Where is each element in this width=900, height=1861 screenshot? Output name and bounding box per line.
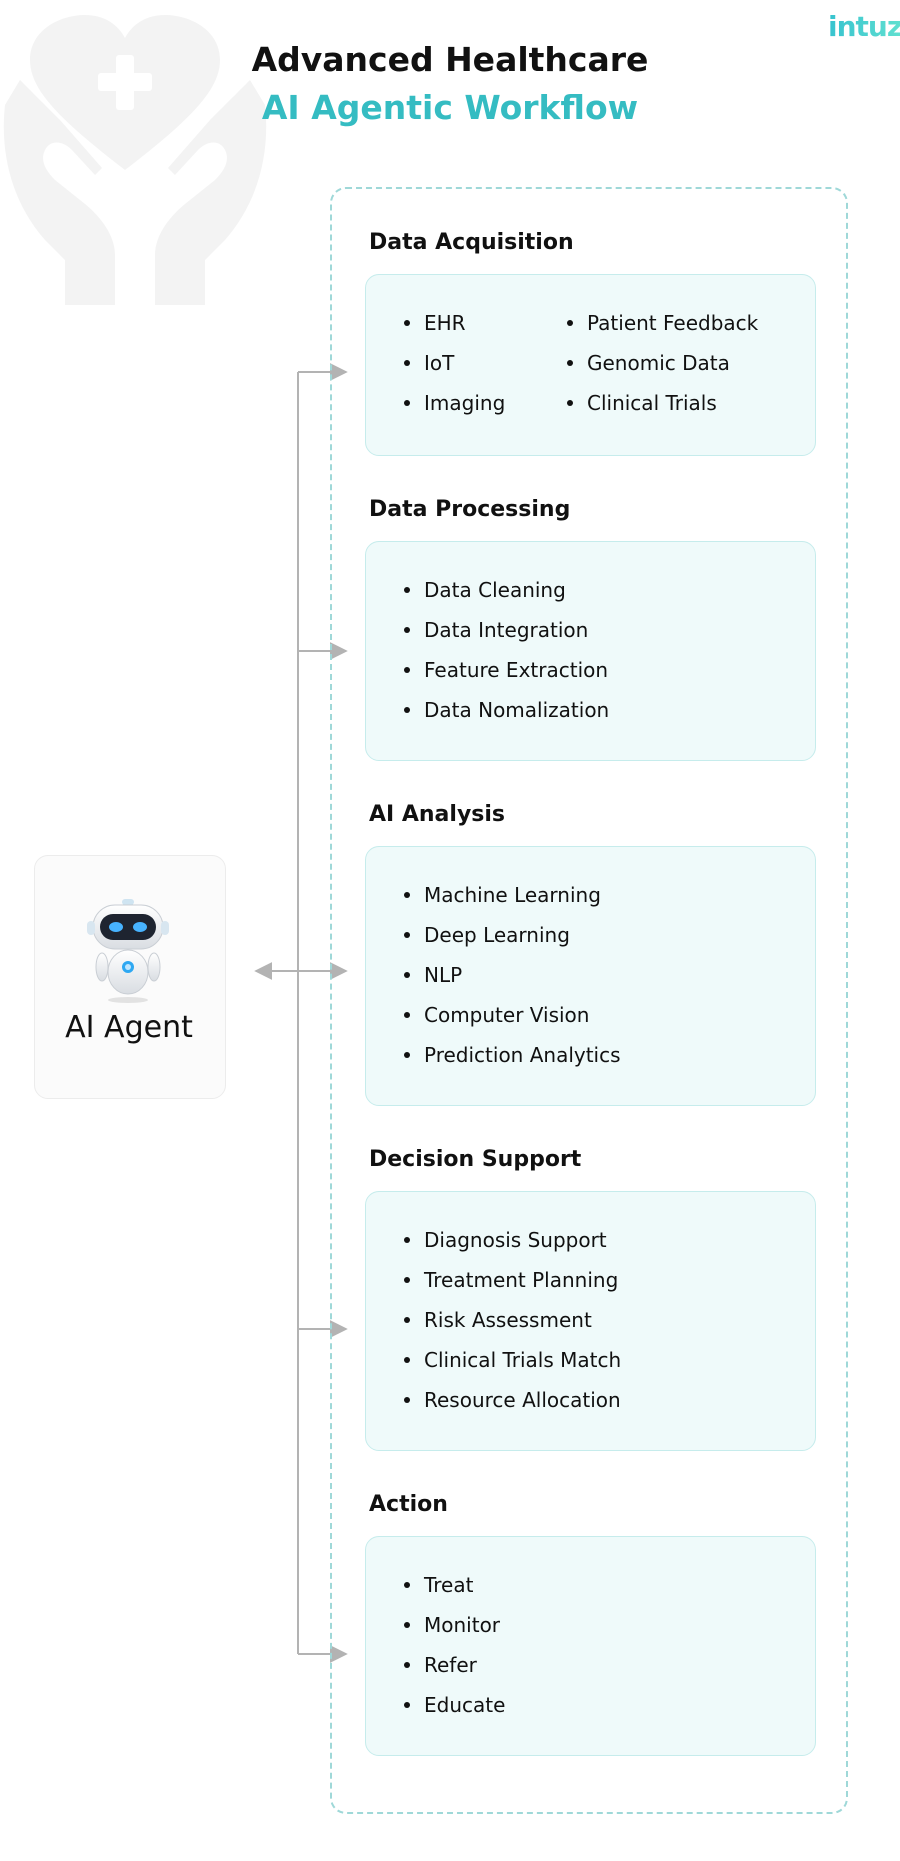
bullet-icon: [404, 891, 410, 898]
bullet-icon: [404, 1396, 410, 1403]
bullet-icon: [567, 399, 573, 406]
list-item: IoT: [404, 351, 454, 375]
bullet-icon: [404, 1276, 410, 1283]
list-item: Educate: [404, 1693, 505, 1717]
bullet-icon: [404, 359, 410, 366]
stage-title-data-acquisition: Data Acquisition: [369, 230, 574, 255]
bullet-icon: [404, 971, 410, 978]
stage-box-data-processing: Data Cleaning Data Integration Feature E…: [365, 541, 816, 761]
bullet-icon: [404, 1011, 410, 1018]
bullet-icon: [404, 1661, 410, 1668]
list-item: Imaging: [404, 391, 505, 415]
list-item: Clinical Trials: [567, 391, 717, 415]
page-subtitle: AI Agentic Workflow: [261, 88, 639, 127]
bullet-icon: [404, 1051, 410, 1058]
list-item: Monitor: [404, 1613, 500, 1637]
bullet-icon: [567, 319, 573, 326]
list-item: Treatment Planning: [404, 1268, 618, 1292]
list-item: Feature Extraction: [404, 658, 608, 682]
bullet-icon: [404, 931, 410, 938]
stage-box-decision-support: Diagnosis Support Treatment Planning Ris…: [365, 1191, 816, 1451]
stage-box-ai-analysis: Machine Learning Deep Learning NLP Compu…: [365, 846, 816, 1106]
ai-agent-label: AI Agent: [65, 1010, 193, 1045]
brand-logo: intuz: [828, 10, 900, 43]
list-item: Data Nomalization: [404, 698, 609, 722]
stage-title-decision-support: Decision Support: [369, 1147, 582, 1172]
bullet-icon: [404, 626, 410, 633]
robot-icon: [87, 899, 169, 1003]
bullet-icon: [404, 1621, 410, 1628]
list-item: Data Cleaning: [404, 578, 566, 602]
workflow-frame: [330, 187, 848, 1814]
list-item: Treat: [404, 1573, 473, 1597]
stage-box-data-acquisition: EHR IoT Imaging Patient Feedback Genomic…: [365, 274, 816, 456]
list-item: Refer: [404, 1653, 477, 1677]
bullet-icon: [404, 666, 410, 673]
bullet-icon: [404, 1236, 410, 1243]
list-item: Deep Learning: [404, 923, 570, 947]
bullet-icon: [404, 1316, 410, 1323]
list-item: Risk Assessment: [404, 1308, 592, 1332]
list-item: Clinical Trials Match: [404, 1348, 621, 1372]
bullet-icon: [404, 1356, 410, 1363]
list-item: Machine Learning: [404, 883, 601, 907]
bullet-icon: [567, 359, 573, 366]
list-item: Prediction Analytics: [404, 1043, 621, 1067]
stage-title-data-processing: Data Processing: [369, 497, 571, 522]
list-item: Computer Vision: [404, 1003, 589, 1027]
healthcare-hands-heart-icon: [3, 15, 267, 305]
list-item: Data Integration: [404, 618, 588, 642]
bullet-icon: [404, 586, 410, 593]
bullet-icon: [404, 399, 410, 406]
bullet-icon: [404, 319, 410, 326]
list-item: EHR: [404, 311, 466, 335]
bullet-icon: [404, 1581, 410, 1588]
list-item: Genomic Data: [567, 351, 730, 375]
list-item: Resource Allocation: [404, 1388, 621, 1412]
bullet-icon: [404, 706, 410, 713]
page-title: Advanced Healthcare: [251, 40, 649, 79]
list-item: Patient Feedback: [567, 311, 758, 335]
stage-box-action: Treat Monitor Refer Educate: [365, 1536, 816, 1756]
list-item: Diagnosis Support: [404, 1228, 607, 1252]
stage-title-ai-analysis: AI Analysis: [369, 802, 506, 827]
list-item: NLP: [404, 963, 462, 987]
stage-title-action: Action: [369, 1492, 448, 1517]
bullet-icon: [404, 1701, 410, 1708]
